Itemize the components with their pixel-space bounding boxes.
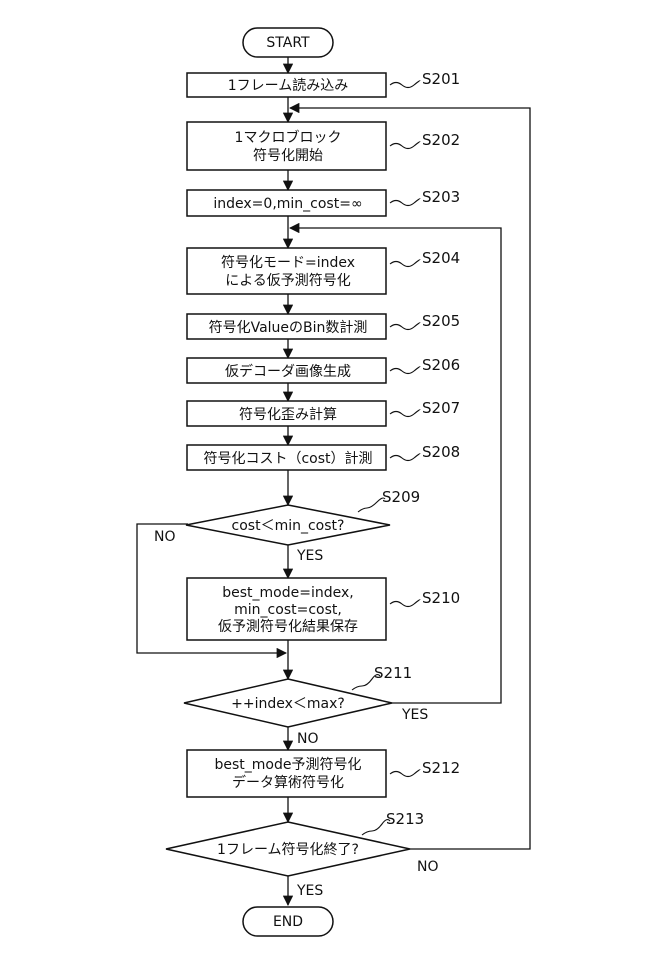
step-id-s209: S209 xyxy=(382,488,420,506)
branch-s213-no: NO xyxy=(417,859,439,875)
step-s204-text-line2: による仮予測符号化 xyxy=(225,273,351,289)
step-s204-box: 符号化モード=index による仮予測符号化 xyxy=(187,248,386,294)
step-s212-text-line2: データ算術符号化 xyxy=(232,774,344,791)
step-s205-box: 符号化ValueのBin数計測 xyxy=(187,314,386,339)
step-id-s213: S213 xyxy=(386,810,424,828)
step-s202-text-line1: 1マクロブロック xyxy=(235,129,342,146)
step-id-s208: S208 xyxy=(422,443,460,461)
branch-s209-yes: YES xyxy=(296,548,323,564)
leader-s205 xyxy=(390,323,420,330)
step-s206-box: 仮デコーダ画像生成 xyxy=(187,358,386,383)
step-s210-box: best_mode=index, min_cost=cost, 仮予測符号化結果… xyxy=(187,578,386,640)
step-s201-box: 1フレーム読み込み xyxy=(187,73,386,97)
step-id-s202: S202 xyxy=(422,131,460,149)
step-id-s211: S211 xyxy=(374,664,412,682)
step-id-s205: S205 xyxy=(422,312,460,330)
step-id-s210: S210 xyxy=(422,589,460,607)
step-s207-box: 符号化歪み計算 xyxy=(187,401,386,426)
leader-s212 xyxy=(390,770,420,777)
step-s205-text: 符号化ValueのBin数計測 xyxy=(209,320,368,336)
branch-s211-yes: YES xyxy=(401,707,428,723)
step-s210-text-line3: 仮予測符号化結果保存 xyxy=(218,619,358,635)
start-terminal: START xyxy=(243,28,333,57)
step-s208-text: 符号化コスト（cost）計測 xyxy=(203,451,372,467)
decision-s213-text: 1フレーム符号化終了? xyxy=(217,842,359,858)
step-id-s207: S207 xyxy=(422,399,460,417)
step-s210-text-line1: best_mode=index, xyxy=(222,585,353,601)
leader-s203 xyxy=(390,199,420,206)
step-s210-text-line2: min_cost=cost, xyxy=(234,602,342,618)
step-s202-box: 1マクロブロック 符号化開始 xyxy=(187,122,386,170)
step-id-s203: S203 xyxy=(422,188,460,206)
leader-s201 xyxy=(390,81,420,88)
step-s203-box: index=0,min_cost=∞ xyxy=(187,190,386,216)
leader-s207 xyxy=(390,410,420,417)
leader-s208 xyxy=(390,454,420,461)
start-label: START xyxy=(266,35,310,51)
leader-s206 xyxy=(390,367,420,374)
branch-s213-yes: YES xyxy=(296,883,323,899)
step-s212-text-line1: best_mode予測符号化 xyxy=(215,757,362,773)
end-terminal: END xyxy=(243,907,333,936)
leader-s210 xyxy=(390,600,420,607)
decision-s211-text: ++index＜max? xyxy=(231,696,345,712)
step-id-s206: S206 xyxy=(422,356,460,374)
step-s204-text-line1: 符号化モード=index xyxy=(221,255,355,271)
leader-s204 xyxy=(390,260,420,267)
step-s202-text-line2: 符号化開始 xyxy=(253,148,323,164)
step-id-s201: S201 xyxy=(422,70,460,88)
step-id-s212: S212 xyxy=(422,759,460,777)
step-s201-text: 1フレーム読み込み xyxy=(228,77,349,94)
decision-s213: 1フレーム符号化終了? xyxy=(166,822,410,876)
leader-s202 xyxy=(390,142,420,149)
step-s203-text: index=0,min_cost=∞ xyxy=(213,196,362,212)
decision-s209-text: cost＜min_cost? xyxy=(232,518,345,534)
leader-s209 xyxy=(358,498,385,512)
step-s212-box: best_mode予測符号化 データ算術符号化 xyxy=(187,750,386,797)
branch-s209-no: NO xyxy=(154,529,176,545)
end-label: END xyxy=(273,914,303,930)
step-s206-text: 仮デコーダ画像生成 xyxy=(225,363,351,380)
step-id-s204: S204 xyxy=(422,249,460,267)
edge-s213-no-loop xyxy=(290,108,530,849)
step-s208-box: 符号化コスト（cost）計測 xyxy=(187,445,386,470)
branch-s211-no: NO xyxy=(297,731,319,747)
step-s207-text: 符号化歪み計算 xyxy=(239,407,337,423)
